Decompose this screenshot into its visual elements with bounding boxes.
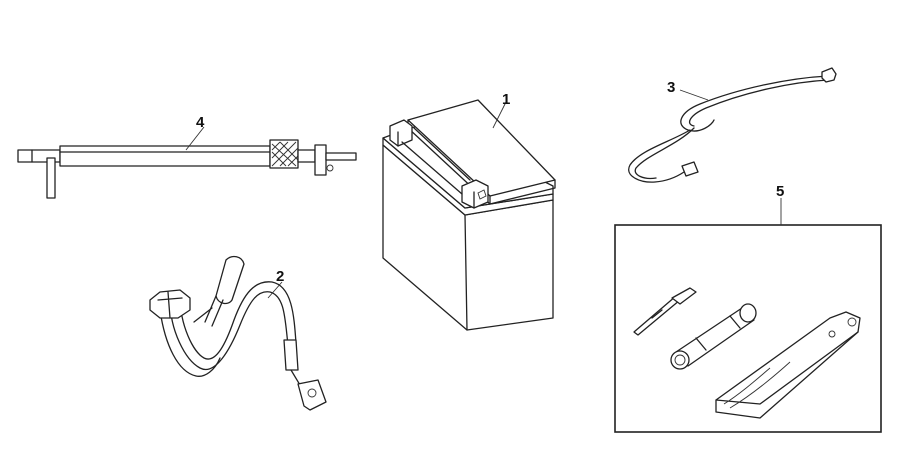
negative-cable-part[interactable]: 2 [149, 255, 327, 411]
positive-cable-part[interactable]: 4 [17, 114, 357, 199]
battery-part[interactable]: 1 [382, 91, 556, 331]
screwdriver-icon [633, 287, 697, 336]
callout-3: 3 [667, 79, 675, 96]
callout-2: 2 [276, 268, 284, 285]
wire-harness-part[interactable]: 3 [628, 67, 837, 183]
tool-kit-frame [614, 224, 882, 433]
tool-pouch-icon [715, 311, 861, 419]
socket-wrench-icon [670, 303, 757, 370]
callout-1: 1 [502, 91, 510, 108]
callout-5: 5 [776, 183, 784, 200]
tool-kit-part[interactable]: 5 [614, 183, 882, 433]
callout-4: 4 [196, 114, 205, 131]
